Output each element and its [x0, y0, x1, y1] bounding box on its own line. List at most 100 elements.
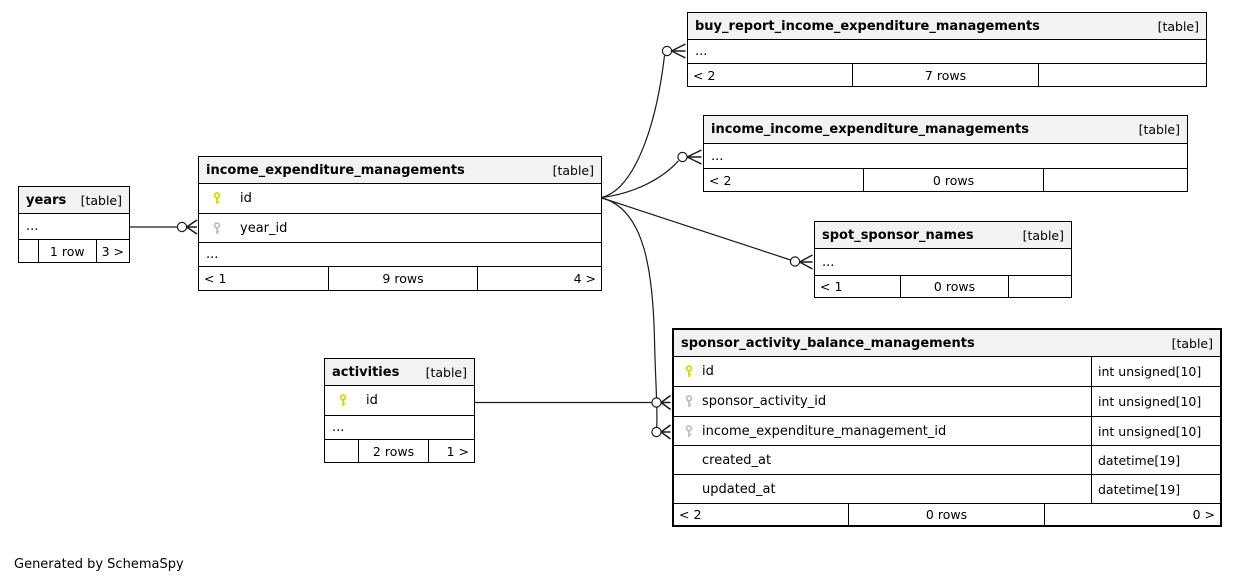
- table-footer: < 1 9 rows 4 >: [199, 267, 601, 290]
- footer-row-count: 0 rows: [901, 276, 1009, 297]
- column-row: id: [325, 386, 474, 416]
- column-type: int unsigned[10]: [1091, 387, 1220, 416]
- primary-key-icon: [211, 192, 223, 205]
- column-name: id: [366, 393, 378, 408]
- footer-parents: < 2: [674, 504, 849, 525]
- edge-iem-to-buy-report: [601, 43, 686, 199]
- column-name: income_expenditure_management_id: [702, 423, 947, 439]
- column-type: int unsigned[10]: [1091, 357, 1220, 386]
- column-row: id int unsigned[10]: [674, 357, 1220, 387]
- table-footer: 2 rows 1 >: [325, 440, 474, 462]
- table-kind-label: [table]: [80, 192, 122, 208]
- generator-note: Generated by SchemaSpy: [14, 557, 184, 572]
- table-sponsor-activity-balance-managements[interactable]: sponsor_activity_balance_managements [ta…: [672, 328, 1222, 527]
- ellipsis-row: ...: [704, 144, 1187, 169]
- footer-children: 1 >: [446, 443, 469, 459]
- table-header: income_expenditure_managements [table]: [199, 157, 601, 184]
- primary-key-icon: [683, 365, 695, 378]
- column-row: updated_at datetime[19]: [674, 475, 1220, 504]
- crow-foot-connector: [671, 43, 686, 59]
- table-footer: < 2 7 rows: [688, 64, 1206, 86]
- footer-children: [1044, 169, 1187, 191]
- table-header: income_income_expenditure_managements [t…: [704, 116, 1187, 144]
- table-name: years: [26, 192, 67, 208]
- table-kind-label: [table]: [1157, 18, 1199, 34]
- footer-children: 3 >: [101, 243, 124, 259]
- foreign-key-icon: [683, 424, 695, 438]
- column-row: year_id: [199, 214, 601, 243]
- table-footer: 1 row 3 >: [19, 240, 129, 262]
- footer-parents: [325, 440, 359, 462]
- column-type: int unsigned[10]: [1091, 417, 1220, 445]
- column-type: datetime[19]: [1091, 475, 1220, 503]
- footer-row-count: 9 rows: [329, 267, 478, 290]
- table-header: sponsor_activity_balance_managements [ta…: [674, 330, 1220, 357]
- table-footer: < 2 0 rows 0 >: [674, 504, 1220, 525]
- column-name: id: [240, 191, 252, 206]
- table-footer: < 1 0 rows: [815, 276, 1071, 297]
- footer-row-count: 7 rows: [853, 64, 1039, 86]
- crow-foot-connector: [686, 149, 702, 165]
- footer-row-count: 0 rows: [849, 504, 1045, 525]
- column-name: id: [702, 364, 714, 379]
- edge-activities-to-sponsor-activity-balance: [475, 394, 671, 411]
- ellipsis-row: ...: [815, 249, 1071, 276]
- edge-iem-to-spot-sponsor-names: [601, 197, 813, 270]
- crow-foot-connector: [660, 394, 671, 411]
- foreign-key-icon: [683, 395, 695, 408]
- column-row: sponsor_activity_id int unsigned[10]: [674, 387, 1220, 417]
- ellipsis-row: ...: [688, 40, 1206, 64]
- footer-children: [1039, 64, 1206, 86]
- table-header: activities [table]: [325, 359, 474, 386]
- column-row: created_at datetime[19]: [674, 446, 1220, 475]
- column-row: income_expenditure_management_id int uns…: [674, 417, 1220, 446]
- crow-foot-connector: [660, 424, 671, 440]
- ellipsis-row: ...: [199, 243, 601, 267]
- table-spot-sponsor-names[interactable]: spot_sponsor_names [table] ... < 1 0 row…: [814, 221, 1072, 298]
- footer-row-count: 0 rows: [864, 169, 1044, 191]
- ellipsis-row: ...: [325, 416, 474, 440]
- footer-children: 4 >: [573, 271, 596, 286]
- column-name: year_id: [240, 220, 288, 236]
- table-name: buy_report_income_expenditure_management…: [695, 18, 1040, 34]
- table-income-income-expenditure-managements[interactable]: income_income_expenditure_managements [t…: [703, 115, 1188, 192]
- edge-years-to-income-expenditure-managements: [130, 219, 198, 235]
- edge-iem-to-income-income: [601, 149, 702, 199]
- table-kind-label: [table]: [1022, 227, 1064, 243]
- footer-row-count: 1 row: [39, 240, 97, 262]
- table-buy-report-income-expenditure-managements[interactable]: buy_report_income_expenditure_management…: [687, 12, 1207, 87]
- footer-parents: < 2: [704, 169, 864, 191]
- table-header: years [table]: [19, 187, 129, 214]
- column-name: sponsor_activity_id: [702, 394, 827, 409]
- footer-children: 0 >: [1192, 507, 1215, 522]
- table-name: income_expenditure_managements: [206, 162, 465, 178]
- footer-parents: < 2: [688, 64, 853, 86]
- table-kind-label: [table]: [425, 364, 467, 380]
- table-years[interactable]: years [table] ... 1 row 3 >: [18, 186, 130, 263]
- table-kind-label: [table]: [1138, 122, 1180, 137]
- table-header: spot_sponsor_names [table]: [815, 222, 1071, 249]
- table-kind-label: [table]: [552, 162, 594, 178]
- table-name: sponsor_activity_balance_managements: [681, 335, 975, 351]
- edge-iem-to-sponsor-activity-balance: [601, 197, 671, 440]
- table-name: activities: [332, 364, 400, 380]
- column-name: updated_at: [702, 481, 776, 497]
- table-kind-label: [table]: [1171, 335, 1213, 351]
- table-activities[interactable]: activities [table] id ... 2 rows 1 >: [324, 358, 475, 463]
- footer-children: [1009, 276, 1071, 297]
- footer-parents: [19, 240, 39, 262]
- table-footer: < 2 0 rows: [704, 169, 1187, 191]
- column-row: id: [199, 184, 601, 214]
- foreign-key-icon: [211, 221, 223, 235]
- table-name: spot_sponsor_names: [822, 227, 974, 243]
- crow-foot-connector: [186, 219, 198, 235]
- column-type: datetime[19]: [1091, 446, 1220, 474]
- table-header: buy_report_income_expenditure_management…: [688, 13, 1206, 40]
- table-income-expenditure-managements[interactable]: income_expenditure_managements [table] i…: [198, 156, 602, 291]
- footer-parents: < 1: [815, 276, 901, 297]
- footer-row-count: 2 rows: [359, 440, 429, 462]
- ellipsis-row: ...: [19, 214, 129, 240]
- primary-key-icon: [337, 394, 349, 407]
- table-name: income_income_expenditure_managements: [711, 122, 1029, 137]
